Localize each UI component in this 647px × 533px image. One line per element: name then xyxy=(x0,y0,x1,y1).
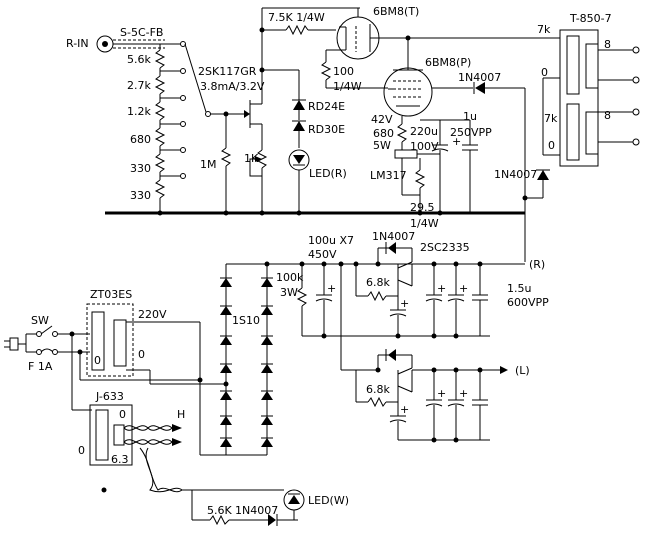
led-r xyxy=(288,149,310,171)
filter-cap-l-polarity-plus: + xyxy=(400,403,409,416)
r-100k-watt-label: 3W xyxy=(280,286,298,299)
power-transformer xyxy=(86,303,134,377)
fet-label: 2SK117GR xyxy=(198,65,257,78)
r-100-watt-label: 1/4W xyxy=(333,80,362,93)
pt-0b-label: 0 xyxy=(138,348,145,361)
output-cap-r1-polarity-plus: + xyxy=(437,282,446,295)
diode-c-label: 1N4007 xyxy=(372,230,415,243)
tube-6bm8-pentode xyxy=(383,38,433,117)
c-1-5u-volt-label: 600VPP xyxy=(507,296,549,309)
diode-b-label: 1N4007 xyxy=(494,168,537,181)
mains-plug-icon xyxy=(4,337,26,351)
pot-1k-label: 1K xyxy=(244,152,259,165)
heater-transformer xyxy=(89,404,133,466)
r-1m-label: 1M xyxy=(200,158,217,171)
output-r-label: (R) xyxy=(529,258,545,271)
r-680-cathode-label: 680 xyxy=(373,127,394,140)
r-330-b-label: 330 xyxy=(130,189,151,202)
led-w-label: LED(W) xyxy=(308,494,349,507)
t-7k-bot-label: 7k xyxy=(544,112,558,125)
v220-label: 220V xyxy=(138,308,167,321)
r-100-label: 100 xyxy=(333,65,354,78)
heater-wiring xyxy=(123,424,183,493)
j633-0-left-label: 0 xyxy=(78,444,85,457)
r-680-watt-label: 5W xyxy=(373,139,391,152)
bridge-label: 1S10 xyxy=(232,314,260,327)
t-8-bot-label: 8 xyxy=(604,109,611,122)
junction-dots xyxy=(69,27,528,443)
transformer-label: T-850-7 xyxy=(569,12,612,25)
tube-p-label: 6BM8(P) xyxy=(425,56,471,69)
transistor-label: 2SC2335 xyxy=(420,241,470,254)
t-0-mid-label: 0 xyxy=(541,66,548,79)
r-330-a-label: 330 xyxy=(130,162,151,175)
bridge-rectifier-1s10 xyxy=(200,264,273,456)
reservoir-cap-polarity-plus: + xyxy=(327,282,336,295)
fet-bias-label: 3.8mA/3.2V xyxy=(200,80,265,93)
c-1u-volt-label: 250VPP xyxy=(450,126,492,139)
pt-0a-label: 0 xyxy=(94,354,101,367)
c-220u-polarity-plus: + xyxy=(452,135,461,148)
heater-transformer-label: J-633 xyxy=(95,390,124,403)
r-5-6k-led-label: 5.6K xyxy=(207,504,232,517)
diode-d-label: 1N4007 xyxy=(235,504,278,517)
zener-rd30e-label: RD30E xyxy=(308,123,345,136)
r-29-5-label: 29.5 xyxy=(410,201,435,214)
c-220u-volt-label: 100V xyxy=(410,140,439,153)
r-2-7k-label: 2.7k xyxy=(127,79,151,92)
selector-switch-label: S-5C-FB xyxy=(120,26,163,39)
output-caps-l xyxy=(425,370,488,440)
fet-2sk117 xyxy=(244,70,263,150)
power-transformer-label: ZT03ES xyxy=(90,288,132,301)
t-8-top-label: 8 xyxy=(604,38,611,51)
j633-6-3-label: 6.3 xyxy=(111,453,129,466)
switch-label: SW xyxy=(31,314,49,327)
output-l-label: (L) xyxy=(515,364,530,377)
output-caps-r xyxy=(425,264,488,336)
r-6-8k-l-label: 6.8k xyxy=(366,383,390,396)
r-7-5k-label: 7.5K 1/4W xyxy=(268,11,325,24)
r-680-label: 680 xyxy=(130,133,151,146)
r-1-2k-label: 1.2k xyxy=(127,105,151,118)
r-29-5-watt-label: 1/4W xyxy=(410,217,439,230)
output-cap-l2-polarity-plus: + xyxy=(459,387,468,400)
output-cap-r2-polarity-plus: + xyxy=(459,282,468,295)
attenuator-ladder xyxy=(154,41,211,213)
t-7k-top-label: 7k xyxy=(537,23,551,36)
c-1u-label: 1u xyxy=(463,110,477,123)
filter-cap-r-polarity-plus: + xyxy=(400,297,409,310)
output-cap-l1-polarity-plus: + xyxy=(437,387,446,400)
output-transformer xyxy=(542,29,640,167)
tube-t-label: 6BM8(T) xyxy=(373,5,419,18)
fuse-label: F 1A xyxy=(28,360,53,373)
tube-6bm8-triode xyxy=(336,16,380,60)
junction-dot xyxy=(101,487,107,493)
v42-label: 42V xyxy=(371,113,393,126)
led-w xyxy=(283,489,305,511)
r-6-8k-r-label: 6.8k xyxy=(366,276,390,289)
lm317-label: LM317 xyxy=(370,169,407,182)
c-100u-x7-label: 100u X7 xyxy=(308,234,354,247)
t-0-bot-label: 0 xyxy=(548,139,555,152)
input-label: R-IN xyxy=(66,37,89,50)
j633-0-right-label: 0 xyxy=(119,408,126,421)
r-5-6k-label: 5.6k xyxy=(127,53,151,66)
led-r-label: LED(R) xyxy=(309,167,347,180)
heater-label: H xyxy=(177,408,185,421)
diode-a-label: 1N4007 xyxy=(458,71,501,84)
c-1-5u-label: 1.5u xyxy=(507,282,531,295)
input-jack xyxy=(96,35,114,53)
zener-rd24e-label: RD24E xyxy=(308,100,345,113)
c-100u-volt-label: 450V xyxy=(308,248,337,261)
transistor-2sc2335-r xyxy=(397,261,413,287)
transistor-2sc2335-l xyxy=(397,367,413,393)
r-100k-label: 100k xyxy=(276,271,304,284)
c-220u-label: 220u xyxy=(410,125,438,138)
